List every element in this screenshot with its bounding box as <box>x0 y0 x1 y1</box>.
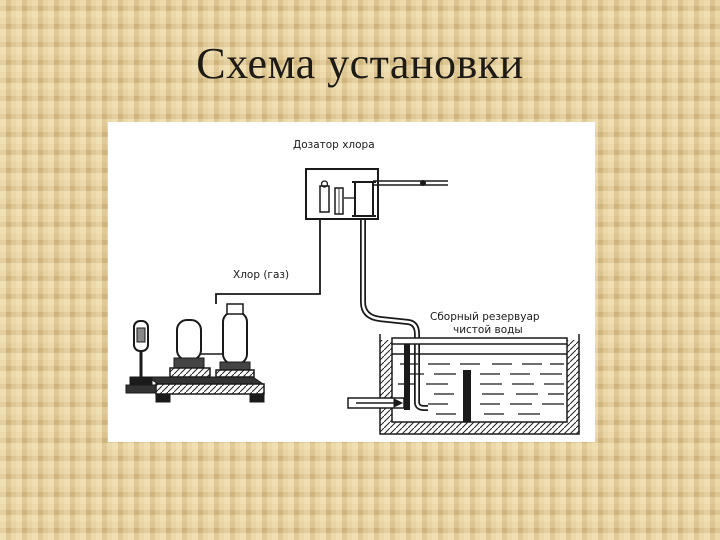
clean-water-reservoir <box>379 334 580 435</box>
label-reservoir-line2: чистой воды <box>453 324 523 336</box>
raw-water-inlet <box>347 397 405 409</box>
chlorine-cylinder-right <box>215 303 255 378</box>
label-reservoir-line1: Сборный резервуар <box>430 311 540 323</box>
chlorine-gas-line <box>215 219 321 304</box>
label-chlorine-gas: Хлор (газ) <box>233 269 289 281</box>
dispenser-output-line <box>373 180 448 186</box>
label-chlorine-dispenser: Дозатор хлора <box>293 139 375 151</box>
chlorine-dispenser <box>305 168 379 220</box>
chlorine-cylinder-left <box>169 319 211 378</box>
slide-title: Схема установки <box>196 39 524 88</box>
installation-diagram: Дозатор хлора Хлор (газ) Сборный резерву… <box>108 122 595 442</box>
scale-platform <box>125 320 265 403</box>
